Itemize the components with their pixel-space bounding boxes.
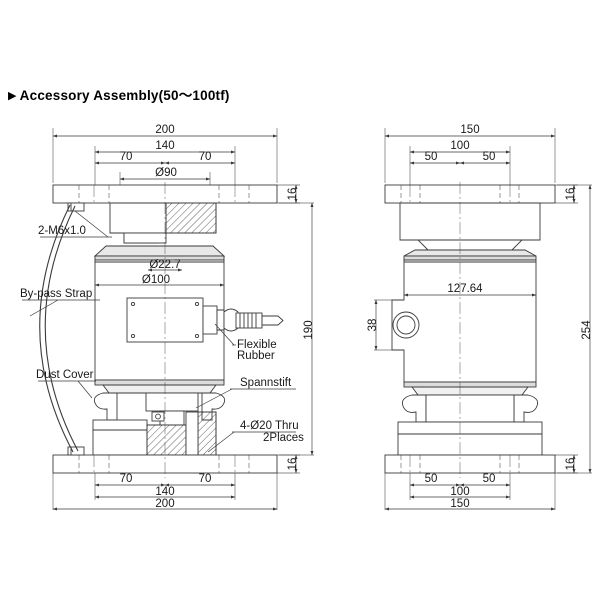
dim-side-top-plate-thk: 16 [565, 188, 577, 201]
dim-side-top-right-half: 50 [483, 151, 496, 163]
flexible-rubber-boot [235, 312, 284, 329]
dim-side-bottom-inner: 100 [450, 486, 469, 498]
dim-side-top-overall: 150 [460, 124, 479, 136]
side-centerlines [409, 182, 511, 478]
dim-front-top-overall: 200 [155, 124, 174, 136]
upper-spacer-block [109, 202, 167, 244]
side-top-plate [384, 184, 556, 204]
side-loadcell-bottom-flange [403, 381, 537, 396]
callout-dust-cover: Dust Cover [36, 369, 94, 381]
dim-front-top-bore: Ø90 [155, 167, 177, 179]
triangle-bullet-icon: ▶ [8, 90, 17, 102]
side-bottom-plate [384, 454, 556, 474]
bottom-mount-block-left [92, 419, 148, 456]
callout-spannstift: Spannstift [240, 377, 292, 389]
dim-front-bottom-overall: 200 [155, 498, 174, 510]
dim-front-bottom-plate-thk: 16 [287, 458, 299, 471]
dim-front-top-left-half: 70 [120, 151, 133, 163]
dim-side-top-left-half: 50 [425, 151, 438, 163]
side-loadcell-body [391, 259, 537, 383]
dim-front-top-plate-thk: 16 [287, 188, 299, 201]
by-pass-strap [39, 204, 79, 453]
plate-hidden-lines [78, 185, 250, 473]
callout-thru-hole-1: 4-Ø20 Thru [240, 420, 299, 432]
top-section-hatch [165, 202, 217, 234]
callout-thru-hole-2: 2Places [263, 432, 304, 444]
front-view-leaders [22, 210, 296, 453]
dim-front-bottom-right-half: 70 [199, 473, 212, 485]
m6-bolt-boss-top [67, 202, 85, 212]
side-connector-boss [392, 311, 420, 339]
dim-front-body-bore: Ø22.7 [149, 259, 180, 271]
dim-front-top-right-half: 70 [199, 151, 212, 163]
spannstift-pin-assembly [145, 392, 199, 426]
dim-side-bottom-plate-thk: 16 [565, 458, 577, 471]
dim-side-overall-height: 254 [581, 320, 593, 340]
dim-front-overall-height: 190 [303, 320, 315, 339]
callout-by-pass-strap: By-pass Strap [20, 288, 92, 300]
bottom-section-hatch [146, 411, 217, 456]
side-view-geometry [384, 182, 556, 478]
side-upper-spacer [399, 202, 541, 251]
dim-front-bottom-inner: 140 [155, 486, 174, 498]
dim-side-bottom-overall: 150 [450, 498, 469, 510]
dim-side-bottom-left-half: 50 [425, 473, 438, 485]
loadcell-top-flange [93, 245, 226, 261]
callout-flexible-rubber-2: Rubber [237, 350, 275, 362]
side-dust-cover-bellows [401, 394, 539, 423]
front-view-geometry [39, 182, 284, 478]
page-title: ▶Accessory Assembly(50～100tf) [8, 84, 230, 104]
side-hidden-lines [400, 185, 520, 473]
front-centerlines [93, 182, 236, 478]
side-view-dimensions [374, 128, 592, 511]
dim-front-bottom-left-half: 70 [120, 473, 133, 485]
callout-flexible-rubber-1: Flexible [237, 339, 277, 351]
dim-side-bottom-right-half: 50 [483, 473, 496, 485]
loadcell-bottom-flange [94, 379, 225, 394]
dim-front-top-inner: 140 [155, 140, 174, 152]
dim-side-top-inner: 100 [450, 140, 469, 152]
callout-bolt: 2-M6x1.0 [38, 225, 86, 237]
side-bottom-mount-block [397, 421, 543, 456]
page-title-text: Accessory Assembly(50～100tf) [19, 88, 230, 103]
cable-gland [202, 305, 239, 335]
dim-side-boss-height: 38 [367, 319, 379, 332]
dim-side-body-width: 127.64 [447, 283, 483, 295]
dim-front-body-outer: Ø100 [142, 274, 170, 286]
side-loadcell-top-flange [403, 249, 537, 261]
front-view-dimensions [52, 128, 314, 511]
